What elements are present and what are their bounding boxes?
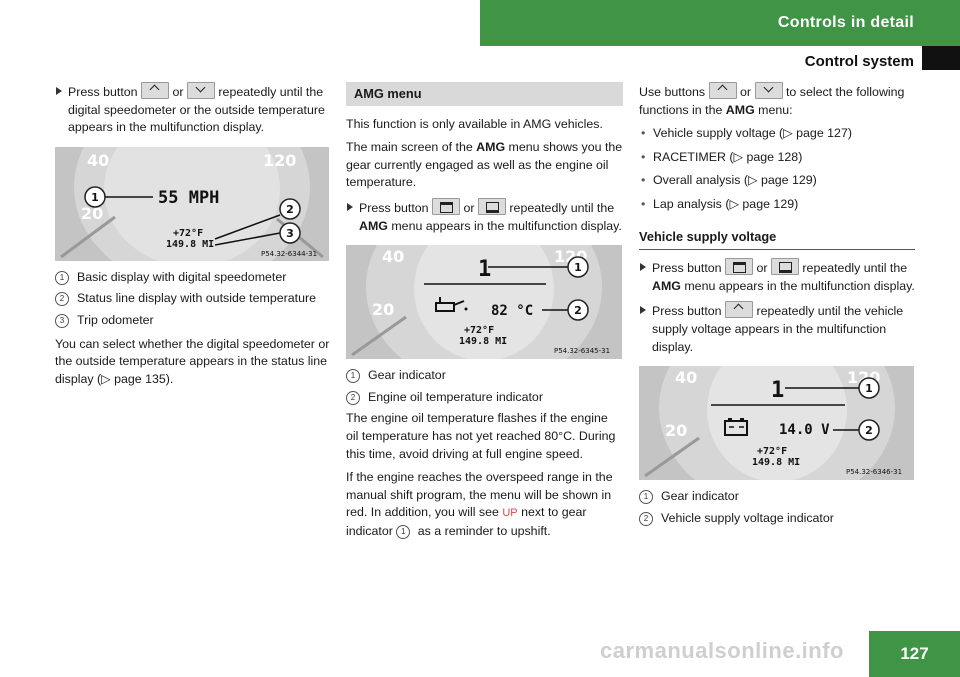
menu-button-icon — [432, 197, 461, 215]
callout-2: 2 — [286, 203, 294, 216]
instruction-step: Press button or repeatedly until the AMG… — [639, 258, 915, 295]
up-button-icon — [725, 301, 754, 319]
callout-1: 1 — [574, 261, 582, 274]
menu-back-button-icon — [477, 197, 506, 215]
dial-label-20: 20 — [665, 421, 687, 440]
watermark: carmanualsonline.info — [600, 638, 844, 663]
dial-label-120: 120 — [263, 151, 296, 170]
temp-readout: +72°F — [757, 446, 787, 457]
instruction-step: Press button or repeatedly until the AMG… — [346, 197, 623, 235]
paragraph: If the engine reaches the overspeed rang… — [346, 470, 613, 539]
down-button-icon — [754, 82, 783, 99]
callout-2: 2 — [865, 424, 873, 437]
page-number: 127 — [869, 631, 960, 677]
odo-readout: 149.8 MI — [752, 457, 800, 468]
callout-3: 3 — [286, 227, 294, 240]
gear-readout: 1 — [771, 378, 784, 403]
list-item: Lap analysis (▷ page 129) — [639, 196, 915, 214]
dial-label-40: 40 — [87, 151, 109, 170]
subheading: Vehicle supply voltage — [639, 228, 915, 251]
column-3: Use buttons or to select the following f… — [639, 82, 915, 531]
section-title: Controls in detail — [777, 14, 914, 32]
temp-readout: +72°F — [173, 228, 203, 239]
paragraph: The engine oil temperature flashes if th… — [346, 411, 616, 461]
odo-readout: 149.8 MI — [459, 336, 507, 347]
paragraph: This function is only available in AMG v… — [346, 116, 603, 131]
up-button-icon — [141, 82, 170, 99]
dial-label-20: 20 — [81, 204, 103, 223]
oil-temp-readout: 82 °C — [491, 303, 533, 319]
column-2: AMG menu This function is only available… — [346, 82, 623, 547]
speedometer-figure: 40 20 120 55 MPH +72°F 149.8 MI 1 2 3 P5… — [55, 146, 329, 261]
voltage-readout: 14.0 V — [779, 422, 830, 438]
speed-readout: 55 MPH — [158, 188, 219, 208]
section-bar: AMG menu — [346, 82, 623, 106]
callout-1: 1 — [91, 191, 99, 204]
dial-label-40: 40 — [675, 368, 697, 387]
callout-2: 2 — [574, 304, 582, 317]
column-1: Press button or repeatedly until the dig… — [55, 82, 330, 394]
voltage-figure: 40 20 120 1 14.0 V +72°F 149.8 MI 1 2 P5… — [639, 366, 914, 481]
down-button-icon — [186, 82, 215, 99]
header-marker — [922, 46, 960, 70]
figure-code: P54.32-6345-31 — [554, 347, 610, 355]
list-item: Vehicle supply voltage (▷ page 127) — [639, 125, 915, 143]
figure-code: P54.32-6346-31 — [846, 468, 902, 476]
dial-label-40: 40 — [382, 247, 404, 266]
menu-back-button-icon — [770, 258, 799, 276]
up-button-icon — [708, 82, 737, 99]
list-item: Overall analysis (▷ page 129) — [639, 172, 915, 190]
oil-can-icon — [435, 297, 468, 313]
paragraph: Use buttons or to select the following f… — [639, 82, 915, 119]
gear-readout: 1 — [478, 257, 491, 282]
callout-1: 1 — [865, 382, 873, 395]
list-item: RACETIMER (▷ page 128) — [639, 149, 915, 167]
temp-readout: +72°F — [464, 325, 494, 336]
paragraph: The main screen of the AMG menu shows yo… — [346, 140, 623, 190]
odo-readout: 149.8 MI — [166, 239, 214, 250]
paragraph: You can select whether the digital speed… — [55, 336, 330, 386]
figure-code: P54.32-6344-31 — [261, 250, 317, 258]
amg-gear-figure: 40 20 120 1 82 °C +72°F 149.8 MI 1 2 P54… — [346, 245, 622, 360]
battery-icon — [724, 418, 748, 437]
section-header: Controls in detail — [480, 0, 960, 46]
instruction-step: Press button repeatedly until the vehicl… — [639, 301, 915, 356]
menu-button-icon — [725, 258, 754, 276]
subsection-title: Control system — [804, 53, 914, 70]
instruction-step: Press button or repeatedly until the dig… — [55, 82, 330, 137]
dial-label-20: 20 — [372, 300, 394, 319]
